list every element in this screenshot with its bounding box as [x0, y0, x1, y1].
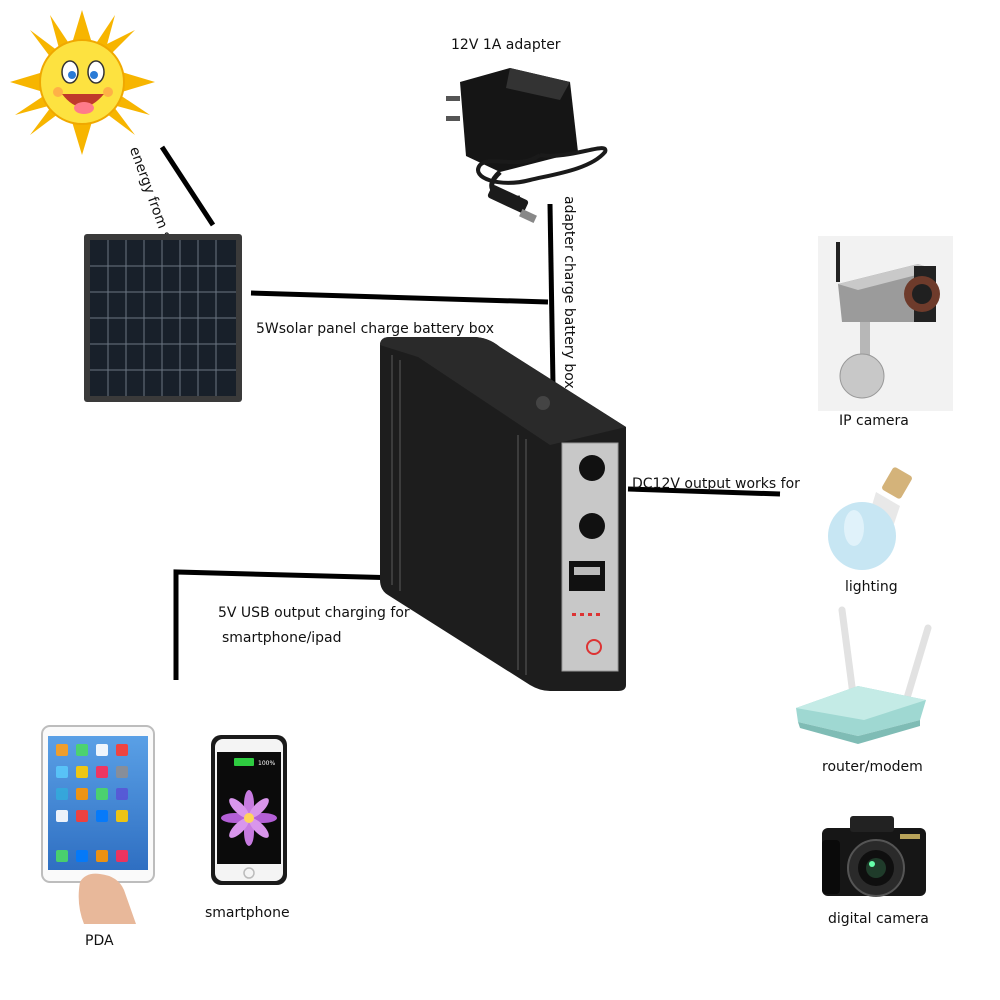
svg-text:100%: 100% — [258, 760, 275, 767]
dc-output-label: DC12V output works for — [632, 476, 800, 492]
digital-camera-label: digital camera — [828, 911, 929, 927]
solar-charge-label: 5Wsolar panel charge battery box — [256, 321, 495, 337]
light-bulb-image — [828, 467, 912, 570]
digital-camera-image — [822, 816, 926, 897]
router-image — [796, 606, 932, 744]
pda-tablet-image — [41, 725, 155, 924]
adapter-label: 12V 1A adapter — [451, 37, 561, 53]
usb-output-label-line1: 5V USB output charging for — [218, 605, 410, 621]
router-label: router/modem — [822, 759, 923, 775]
box-to-dc-devices-line — [627, 486, 781, 497]
smartphone-image: 100% — [211, 735, 287, 885]
sun-to-panel-line — [159, 145, 216, 227]
adapter-image — [446, 68, 608, 224]
ip-camera-image — [818, 236, 953, 411]
panel-to-box-line — [250, 290, 549, 305]
adapter-to-box-line — [547, 203, 556, 386]
solar-panel-image — [84, 234, 242, 402]
usb-output-label-line2: smartphone/ipad — [222, 630, 342, 646]
battery-box-image — [380, 337, 626, 691]
lighting-label: lighting — [845, 579, 898, 595]
sun-icon — [10, 10, 155, 155]
smartphone-label: smartphone — [205, 905, 290, 921]
ip-camera-label: IP camera — [839, 413, 909, 429]
pda-label: PDA — [85, 933, 114, 949]
